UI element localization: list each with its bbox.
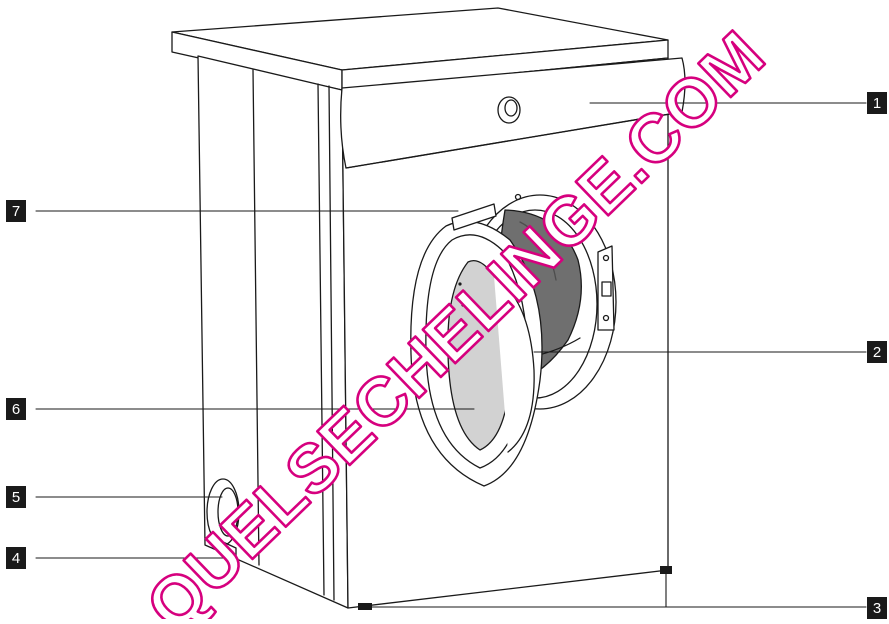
callout-leader-lines	[35, 102, 867, 608]
callout-6: 6	[6, 398, 26, 420]
door-hinge	[597, 245, 615, 331]
machine-feet	[358, 566, 672, 610]
door-vent-dots	[456, 282, 466, 307]
callout-4: 4	[6, 547, 26, 569]
open-door	[410, 220, 543, 487]
callout-2: 2	[867, 341, 887, 363]
detergent-drawer	[451, 203, 497, 231]
callout-3: 3	[867, 597, 887, 619]
callout-5: 5	[6, 486, 26, 508]
side-service-flap	[206, 478, 240, 546]
callout-7: 7	[6, 200, 26, 222]
side-hose-outlet	[209, 535, 237, 557]
machine-top-lid	[171, 7, 669, 91]
control-panel	[340, 57, 686, 169]
callout-1: 1	[867, 92, 887, 114]
